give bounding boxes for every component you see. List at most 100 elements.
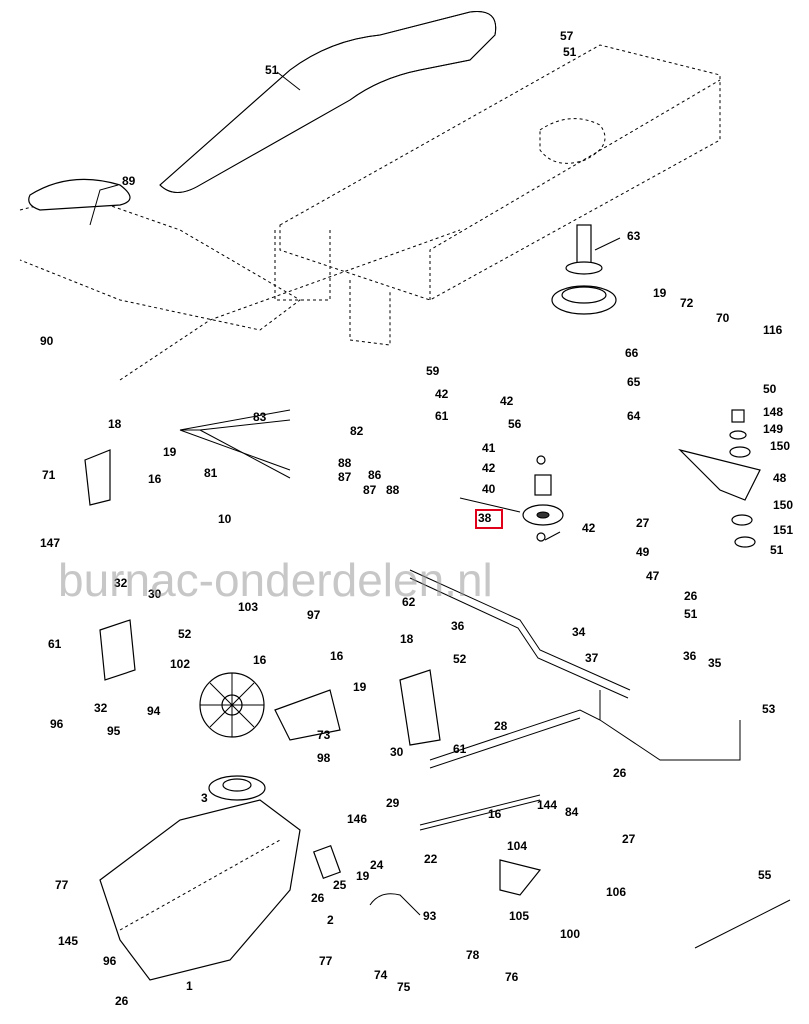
part-callout-93: 93 [423, 909, 437, 923]
part-callout-57: 57 [560, 29, 574, 43]
part-callout-100: 100 [560, 927, 580, 941]
spindle-pulley [551, 224, 617, 315]
part-callout-27: 27 [622, 832, 636, 846]
part-callout-18: 18 [108, 417, 122, 431]
part-callout-19: 19 [353, 680, 367, 694]
part-callout-26: 26 [613, 766, 627, 780]
part-callout-74: 74 [374, 968, 388, 982]
part-callout-81: 81 [204, 466, 218, 480]
part-callout-16: 16 [253, 653, 267, 667]
part-callout-97: 97 [307, 608, 321, 622]
part-callout-51: 51 [563, 45, 577, 59]
part-callout-59: 59 [426, 364, 440, 378]
bracket-30-right [399, 669, 441, 746]
spring-25 [312, 844, 342, 880]
part-callout-75: 75 [397, 980, 411, 994]
part-callout-145: 145 [58, 934, 78, 948]
part-callout-77: 77 [55, 878, 69, 892]
part-callout-86: 86 [368, 468, 382, 482]
part-callout-30: 30 [148, 587, 162, 601]
part-callout-41: 41 [482, 441, 496, 455]
part-callout-83: 83 [253, 410, 267, 424]
part-callout-90: 90 [40, 334, 54, 348]
part-callout-40: 40 [482, 482, 496, 496]
brake-rod [419, 794, 541, 831]
part-callout-63: 63 [627, 229, 641, 243]
part-callout-42: 42 [582, 521, 596, 535]
part-callout-150: 150 [773, 498, 793, 512]
part-callout-84: 84 [565, 805, 579, 819]
leader-lines [89, 71, 621, 541]
watermark-text: burnac-onderdelen.nl [58, 554, 493, 606]
part-callout-19: 19 [653, 286, 667, 300]
part-callout-48: 48 [773, 471, 787, 485]
part-callout-18: 18 [400, 632, 414, 646]
part-callout-106: 106 [606, 885, 626, 899]
part-callout-105: 105 [509, 909, 529, 923]
linkage-rods [179, 409, 741, 769]
part-callout-61: 61 [435, 409, 449, 423]
part-callout-16: 16 [488, 807, 502, 821]
part-callout-29: 29 [386, 796, 400, 810]
part-callout-16: 16 [330, 649, 344, 663]
hose [369, 893, 421, 916]
part-callout-61: 61 [453, 742, 467, 756]
part-callout-51: 51 [684, 607, 698, 621]
mount-104 [499, 859, 542, 896]
part-callout-94: 94 [147, 704, 161, 718]
part-callout-19: 19 [356, 869, 370, 883]
part-callout-151: 151 [773, 523, 793, 537]
part-callout-16: 16 [148, 472, 162, 486]
part-callout-36: 36 [683, 649, 697, 663]
part-callout-146: 146 [347, 812, 367, 826]
part-callout-147: 147 [40, 536, 60, 550]
part-callout-144: 144 [537, 798, 557, 812]
part-callout-42: 42 [435, 387, 449, 401]
part-callout-52: 52 [178, 627, 192, 641]
part-callout-49: 49 [636, 545, 650, 559]
part-callout-82: 82 [350, 424, 364, 438]
part-callout-51: 51 [770, 543, 784, 557]
part-callout-103: 103 [238, 600, 258, 614]
part-callout-71: 71 [42, 468, 56, 482]
part-callout-76: 76 [505, 970, 519, 984]
part-callout-37: 37 [585, 651, 599, 665]
part-callout-77: 77 [319, 954, 333, 968]
part-callout-73: 73 [317, 728, 331, 742]
transaxle-pulley [208, 775, 266, 801]
part-callout-116: 116 [763, 323, 783, 337]
bracket-71 [84, 449, 111, 506]
part-callout-25: 25 [333, 878, 347, 892]
part-callout-55: 55 [758, 868, 772, 882]
seat-cover [28, 178, 131, 211]
part-callout-34: 34 [572, 625, 586, 639]
part-callout-96: 96 [50, 717, 64, 731]
part-callout-27: 27 [636, 516, 650, 530]
part-callout-96: 96 [103, 954, 117, 968]
part-callout-78: 78 [466, 948, 480, 962]
part-callout-88: 88 [386, 483, 400, 497]
part-callout-61: 61 [48, 637, 62, 651]
idler-stack [522, 455, 564, 542]
bracket-30-left [99, 619, 136, 681]
part-callout-89: 89 [122, 174, 136, 188]
part-callout-149: 149 [763, 422, 783, 436]
highlight-box [475, 509, 503, 529]
part-callout-50: 50 [763, 382, 777, 396]
part-callout-150: 150 [770, 439, 790, 453]
part-callout-1: 1 [186, 979, 193, 993]
part-callout-66: 66 [625, 346, 639, 360]
bracket-73 [274, 689, 341, 741]
part-callout-26: 26 [115, 994, 129, 1008]
part-callout-35: 35 [708, 656, 722, 670]
part-callout-72: 72 [680, 296, 694, 310]
part-callout-70: 70 [716, 311, 730, 325]
part-callout-87: 87 [363, 483, 377, 497]
cooling-fan [199, 672, 265, 738]
part-callout-42: 42 [482, 461, 496, 475]
